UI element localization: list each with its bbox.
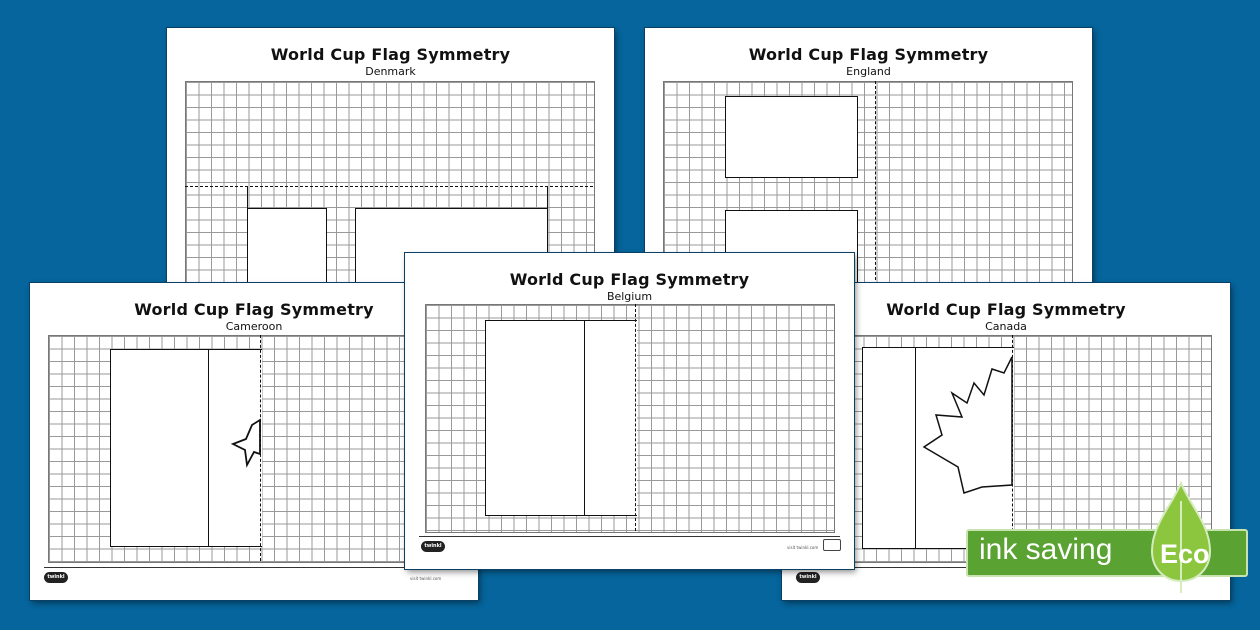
mirror-line [260,335,261,561]
flag-outline [110,349,262,547]
badge-text: ink saving [979,533,1113,566]
badge-label: Eco [1160,539,1210,569]
country-name: England [846,65,891,78]
country-name: Belgium [606,290,653,303]
worksheet-england: World Cup Flag Symmetry England [645,28,1092,290]
flag-stripe [208,349,209,547]
footer-badge [823,539,841,551]
worksheet-title: World Cup Flag Symmetry [134,300,374,319]
worksheet-belgium: World Cup Flag Symmetry Belgium twinkl v… [405,253,854,569]
maple-leaf-half-icon [922,356,1013,494]
worksheet-denmark: World Cup Flag Symmetry Denmark [167,28,614,290]
worksheet-cameroon: World Cup Flag Symmetry Cameroon twinkl … [30,283,478,600]
country-name: Canada [985,320,1027,333]
mirror-line [1012,335,1013,561]
country-name: Cameroon [225,320,283,333]
flag-block [725,96,858,178]
worksheet-title: World Cup Flag Symmetry [748,45,989,64]
flag-block [247,208,327,290]
leaf-drop-icon [1150,481,1212,593]
worksheet-title: World Cup Flag Symmetry [270,45,511,64]
footer-rule [419,536,840,537]
mirror-line [185,186,593,187]
flag-stripe [915,347,916,549]
country-name: Denmark [365,65,416,78]
flag-stripe [584,320,585,516]
worksheet-title: World Cup Flag Symmetry [509,270,750,289]
eco-ink-saving-badge: ink saving Eco [966,481,1248,595]
twinkl-logo: twinkl [421,541,445,552]
twinkl-logo: twinkl [44,572,68,583]
mirror-line [635,304,636,531]
worksheet-canada: World Cup Flag Symmetry Canada twinkl [782,283,1230,600]
star-half-icon [230,418,261,468]
worksheet-title: World Cup Flag Symmetry [886,300,1126,319]
footer-url: visit twinkl.com [410,576,442,581]
footer-rule [44,567,464,568]
footer-url: visit twinkl.com [787,545,819,550]
flag-outline [485,320,637,516]
twinkl-logo: twinkl [796,572,820,583]
mirror-line [875,81,876,290]
